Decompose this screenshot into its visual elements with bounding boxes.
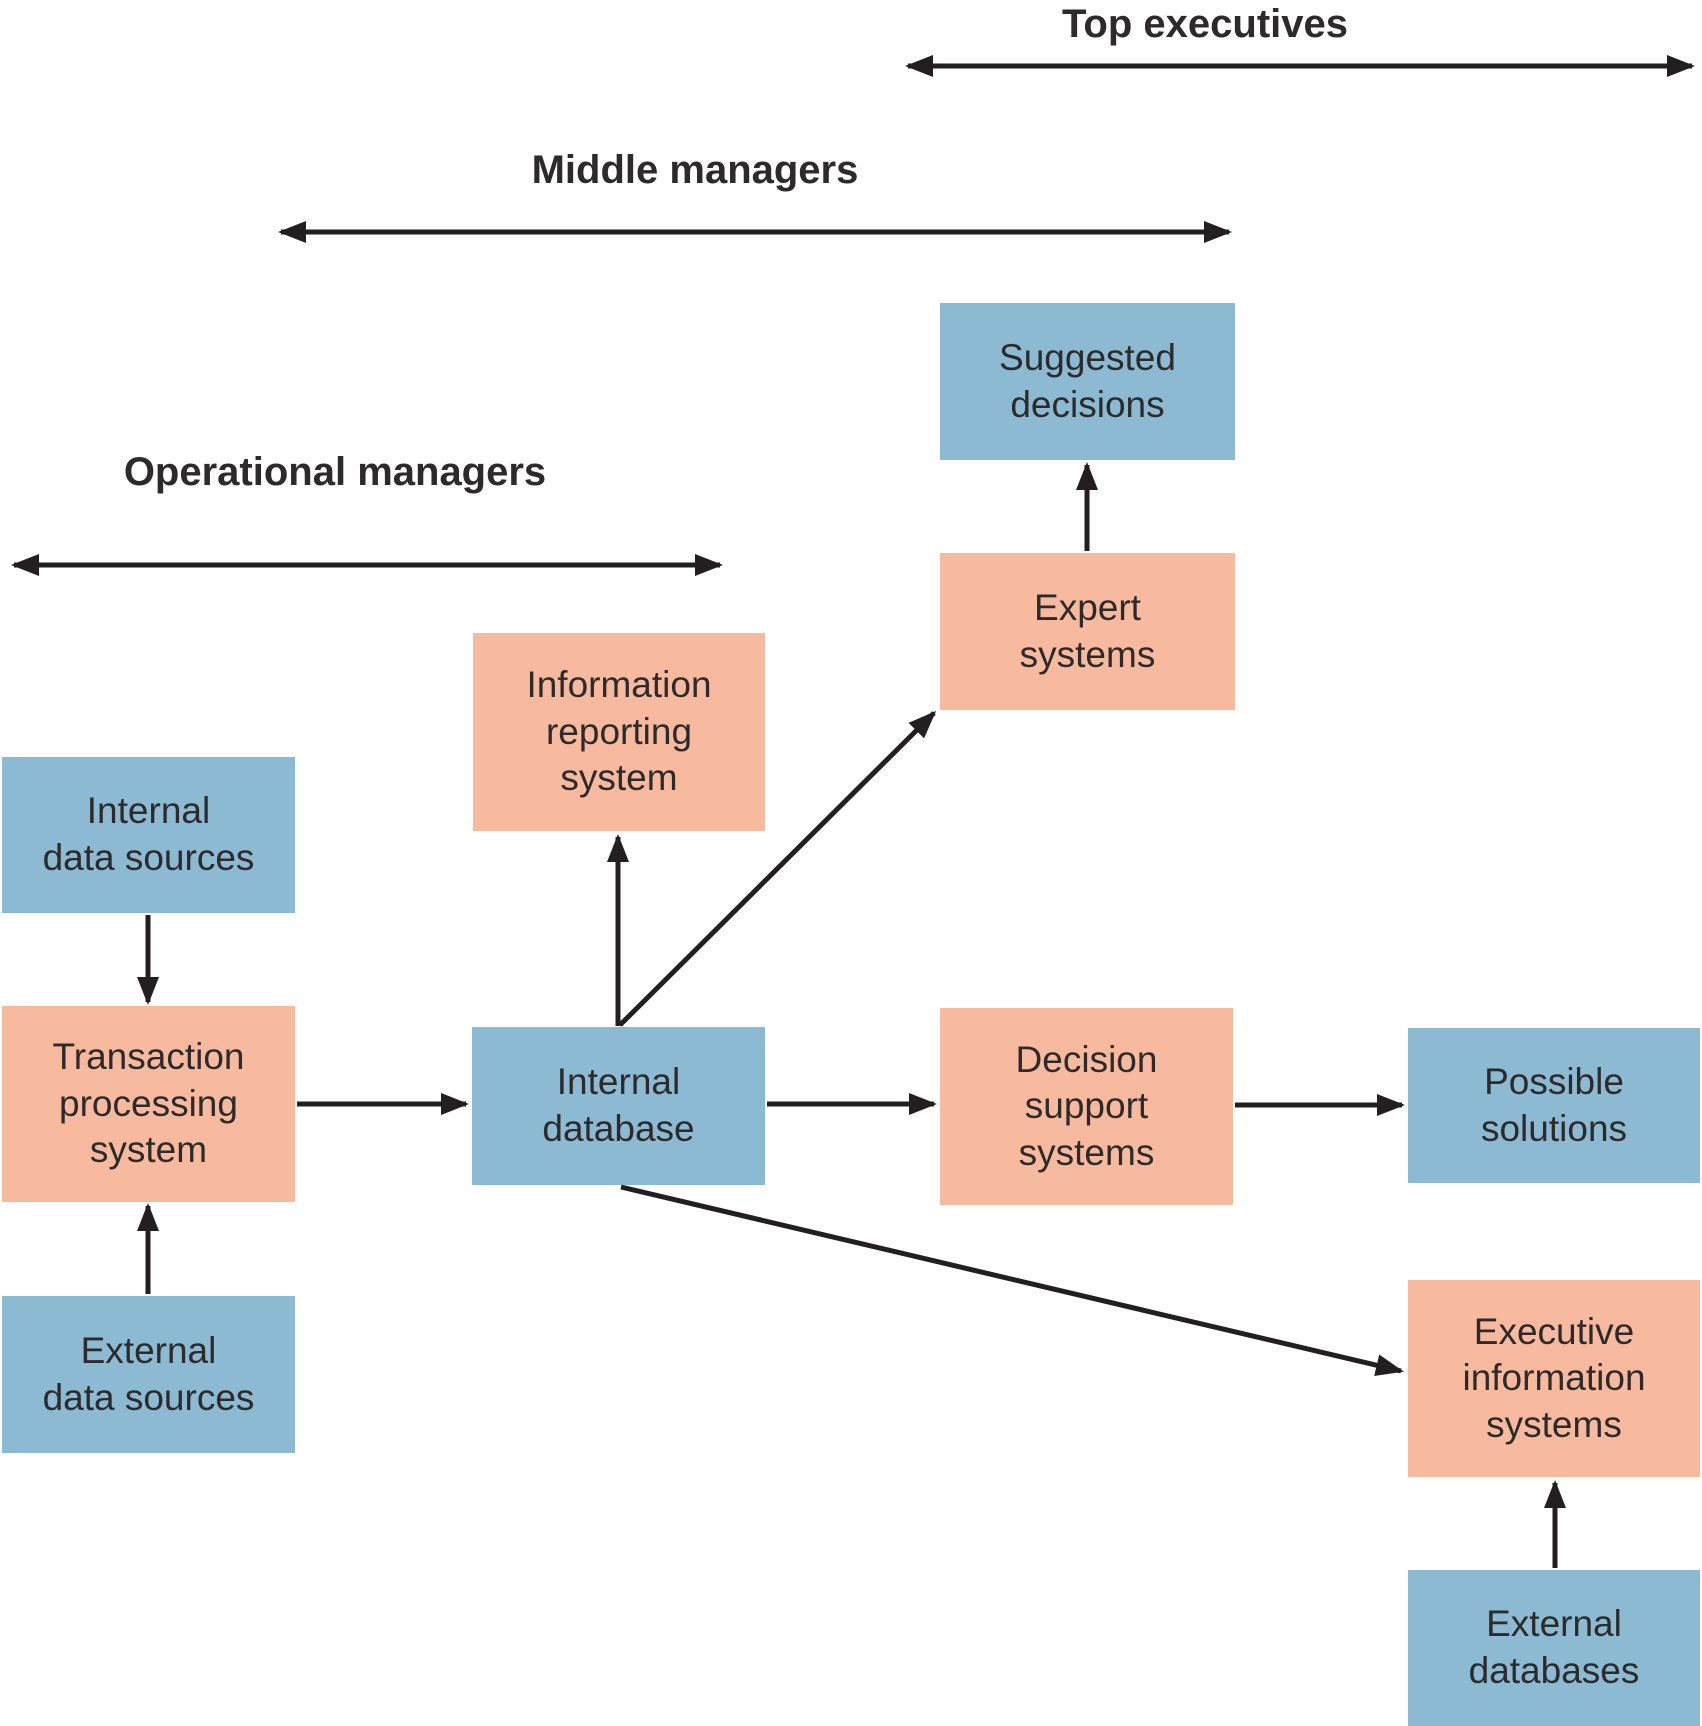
node-internal-database: Internal database — [472, 1027, 765, 1185]
node-label: Information reporting system — [526, 664, 712, 799]
node-label: Internal data sources — [42, 790, 255, 878]
node-external-databases: External databases — [1408, 1570, 1700, 1726]
node-transaction-processing-system: Transaction processing system — [2, 1006, 295, 1202]
node-internal-data-sources: Internal data sources — [2, 757, 295, 913]
node-expert-systems: Expert systems — [940, 553, 1235, 710]
node-possible-solutions: Possible solutions — [1408, 1028, 1700, 1183]
band-label-middle-managers: Middle managers — [531, 148, 859, 192]
node-label: External databases — [1468, 1603, 1640, 1691]
node-label: Transaction processing system — [52, 1036, 245, 1171]
node-executive-information-systems: Executive information systems — [1408, 1280, 1700, 1477]
node-label: Expert systems — [1019, 586, 1156, 675]
node-suggested-decisions: Suggested decisions — [940, 303, 1235, 460]
node-label: Executive information systems — [1462, 1310, 1646, 1445]
band-label-operational-managers: Operational managers — [123, 450, 547, 494]
node-decision-support-systems: Decision support systems — [940, 1008, 1233, 1205]
node-external-data-sources: External data sources — [2, 1296, 295, 1453]
node-label: Decision support systems — [1015, 1038, 1158, 1173]
node-label: Internal database — [542, 1061, 695, 1149]
node-label: External data sources — [42, 1329, 255, 1418]
band-label-top-executives: Top executives — [1061, 2, 1349, 46]
arrow-internal-database-to-executive-information — [620, 1184, 1404, 1376]
node-information-reporting-system: Information reporting system — [473, 633, 765, 831]
node-label: Suggested decisions — [999, 336, 1176, 425]
node-label: Possible solutions — [1480, 1060, 1628, 1149]
